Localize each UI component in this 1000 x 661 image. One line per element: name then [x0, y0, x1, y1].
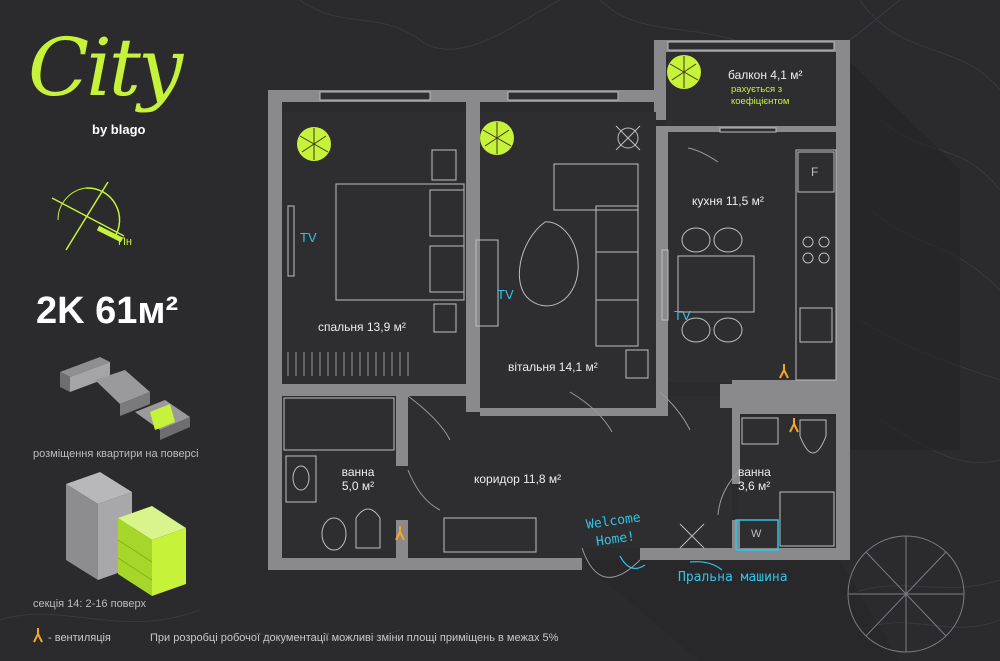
bath1-area: 5,0 м²	[341, 479, 375, 493]
balcony-note-line2: коефіцієнтом	[731, 96, 790, 107]
washing-machine-note: Пральна машина	[678, 570, 788, 585]
compass-icon	[51, 181, 125, 251]
floor-position-caption: розміщення квартири на поверсі	[33, 448, 199, 460]
disclaimer: При розробці робочої документації можлив…	[150, 632, 559, 644]
section-caption: секція 14: 2-16 поверх	[33, 598, 147, 610]
tv-label-kitchen: TV	[674, 308, 691, 323]
room-label-bedroom: спальня 13,9 м²	[318, 320, 406, 334]
floor-position-diagram	[60, 357, 190, 440]
room-label-corridor: коридор 11,8 м²	[474, 472, 562, 486]
section-diagram	[66, 472, 186, 596]
washer-label: W	[751, 528, 762, 540]
tv-label-bedroom: TV	[300, 230, 317, 245]
balcony-note-line1: рахується з	[731, 84, 783, 95]
compass-north-label: Пн	[118, 236, 132, 248]
ventilation-legend: - вентиляція	[48, 632, 111, 644]
logo-wordmark: City	[28, 21, 183, 114]
bath2-name: ванна	[738, 465, 771, 479]
brand-logo: City	[28, 21, 183, 114]
room-label-living: вітальня 14,1 м²	[508, 360, 598, 374]
bath2-area: 3,6 м²	[738, 479, 771, 493]
tv-label-living: TV	[497, 287, 514, 302]
apartment-type-area: 2K 61м²	[36, 290, 179, 332]
room-label-bath2: ванна 3,6 м²	[738, 465, 771, 493]
room-label-kitchen: кухня 11,5 м²	[692, 194, 764, 208]
room-label-balcony: балкон 4,1 м²	[728, 68, 803, 82]
logo-by-label: by blago	[92, 122, 146, 137]
fridge-label: F	[811, 165, 819, 179]
bath1-name: ванна	[341, 465, 375, 479]
room-label-bath1: ванна 5,0 м²	[330, 465, 386, 493]
